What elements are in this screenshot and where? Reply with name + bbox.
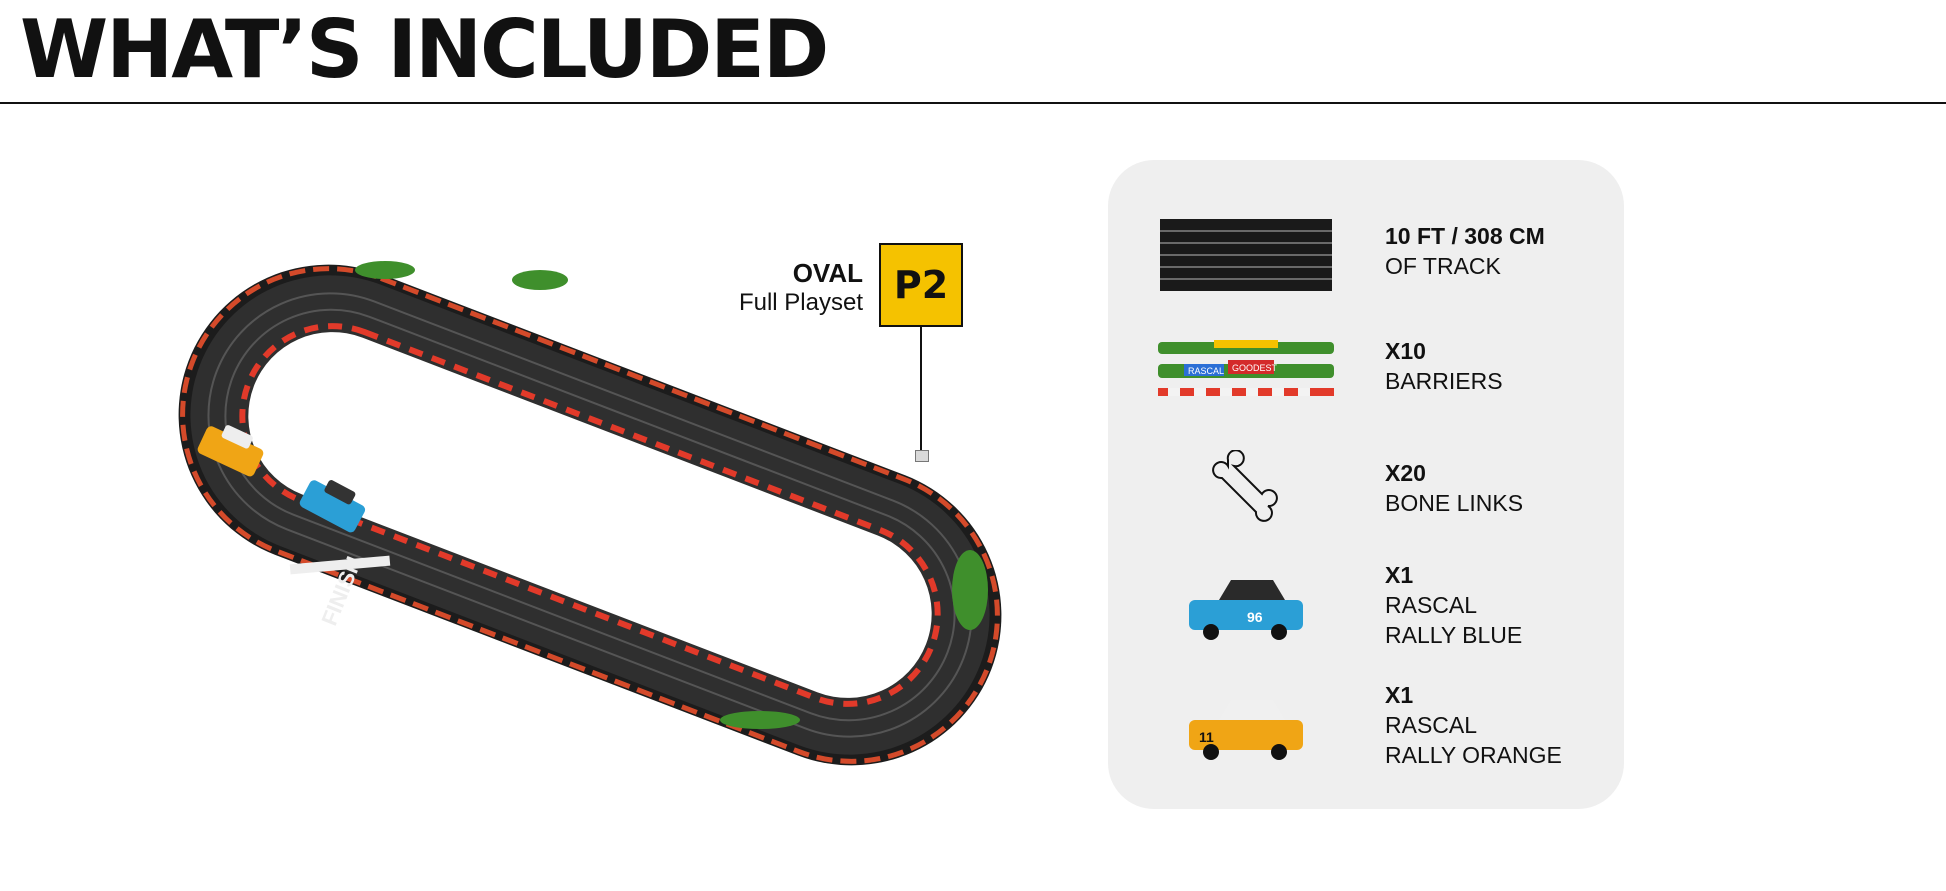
greenery-decoration: [355, 261, 988, 729]
item-orange-car: 11 X1 RASCAL RALLY ORANGE: [1108, 680, 1624, 780]
svg-text:96: 96: [1247, 609, 1263, 625]
item-quantity: 10 FT / 308 CM: [1385, 223, 1545, 249]
orange-car-icon: 11: [1148, 680, 1344, 780]
item-quantity: X1: [1385, 562, 1414, 588]
item-description: OF TRACK: [1385, 253, 1501, 279]
playset-subtitle: Full Playset: [738, 289, 863, 316]
svg-text:11: 11: [1199, 729, 1214, 745]
orange-car: [197, 425, 264, 477]
title-divider: [0, 102, 1946, 104]
item-track: 10 FT / 308 CM OF TRACK: [1108, 215, 1624, 295]
bone-icon: [1148, 450, 1344, 530]
item-description: BONE LINKS: [1385, 490, 1524, 516]
barriers-icon: RASCAL GOODEST: [1148, 330, 1344, 410]
badge-pointer-line: [920, 327, 922, 453]
track-icon: [1148, 215, 1344, 295]
blue-car: [299, 480, 366, 533]
barrier-text-2: GOODEST: [1232, 363, 1278, 373]
item-description: RALLY BLUE: [1385, 622, 1523, 648]
item-barriers: RASCAL GOODEST X10 BARRIERS: [1108, 330, 1624, 410]
item-bone-links: X20 BONE LINKS: [1108, 450, 1624, 530]
item-description: BARRIERS: [1385, 368, 1503, 394]
item-quantity: X1: [1385, 682, 1414, 708]
playset-name: OVAL: [792, 258, 863, 288]
oval-track-image: FINISH: [130, 250, 1050, 780]
item-quantity: X20: [1385, 460, 1426, 486]
barrier-text-1: RASCAL: [1188, 366, 1224, 376]
item-description: RASCAL: [1385, 712, 1478, 738]
item-blue-car: 96 X1 RASCAL RALLY BLUE: [1108, 560, 1624, 660]
playset-label: OVAL Full Playset: [739, 258, 863, 318]
badge-pointer-marker: [915, 450, 929, 462]
included-items-panel: 10 FT / 308 CM OF TRACK RASCAL GOODEST: [1108, 160, 1624, 809]
page-title: WHAT’S INCLUDED: [20, 3, 829, 96]
item-quantity: X10: [1385, 338, 1426, 364]
item-description: RASCAL: [1385, 592, 1478, 618]
blue-car-icon: 96: [1148, 560, 1344, 660]
playset-badge: P2: [879, 243, 963, 327]
item-description: RALLY ORANGE: [1385, 742, 1562, 768]
